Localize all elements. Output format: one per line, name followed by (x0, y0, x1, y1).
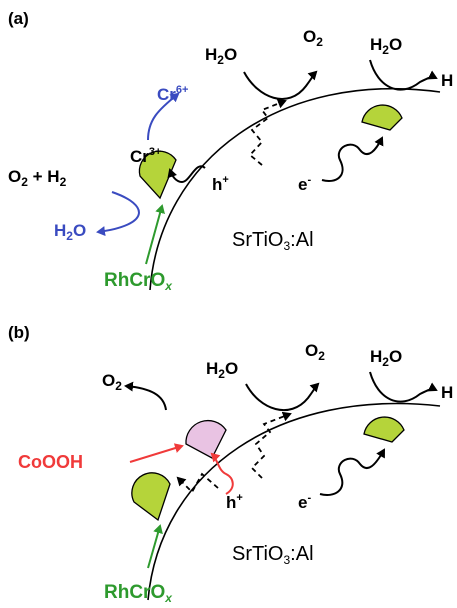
electron-label-a: e- (298, 174, 311, 194)
electron-path-a-left (167, 165, 206, 184)
h2o-reactant-b1: H2O (206, 359, 238, 381)
panel-a-label: (a) (8, 9, 29, 28)
panel-a: (a) O2 + H2 H2O Cr3+ (8, 9, 453, 293)
water-oxidation-arrow-b (245, 382, 320, 412)
cr-oxidation-arrow (147, 92, 180, 141)
panel-b-label: (b) (8, 323, 30, 342)
rhcrox-particle-a-right (361, 104, 403, 131)
rhcrox-label-a: RhCrOx (104, 270, 173, 293)
blue-reaction-arrow-a (96, 191, 140, 237)
cooh-particle (185, 419, 227, 459)
hole-path-a (248, 98, 287, 166)
particle-b-surface (147, 402, 441, 601)
hydrogen-evolution-arrow-b (369, 371, 438, 403)
electron-path-b-right (319, 448, 385, 496)
hole-label-a: h+ (212, 174, 229, 194)
cr3-label: Cr3+ (130, 146, 161, 166)
cooh-label: CoOOH (18, 452, 83, 472)
particle-a-surface (149, 87, 441, 291)
o2-product-b-left: O2 (102, 371, 122, 393)
water-oxidation-arrow-a (243, 70, 318, 100)
hole-path-b-right (250, 411, 292, 479)
h2-product-b-cut: H (441, 383, 453, 402)
hole-path-b-left (176, 472, 219, 494)
hydrogen-evolution-arrow-a (369, 59, 438, 91)
h2o-reactant-a2: H2O (370, 35, 402, 57)
material-label-b: SrTiO3:Al (232, 543, 314, 567)
electron-path-a-right (321, 136, 384, 182)
h2o-reactant-b2: H2O (370, 347, 402, 369)
hole-path-b-red (210, 452, 234, 495)
o2-product-b: O2 (305, 341, 325, 363)
hole-label-b: h+ (226, 492, 243, 512)
cooh-pointer (129, 443, 184, 463)
cr6-label: Cr6+ (157, 84, 188, 104)
material-label-a: SrTiO3:Al (232, 229, 314, 253)
h2o-product-blue: H2O (54, 221, 86, 243)
rhcrox-label-b: RhCrOx (104, 582, 173, 605)
o2-product-a: O2 (303, 27, 323, 49)
h2o-reactant-a1: H2O (205, 45, 237, 67)
rhcrox-particle-a-left (138, 150, 177, 200)
o2-h2-label: O2 + H2 (8, 167, 67, 189)
rhcrox-particle-b-left (131, 472, 171, 522)
rhcrox-pointer-a (145, 204, 165, 265)
electron-label-b: e- (298, 492, 311, 512)
water-oxidation-arrow-b-left (124, 381, 167, 411)
rhcrox-pointer-b (147, 524, 163, 569)
rhcrox-particle-b-right (363, 416, 405, 443)
panel-b: (b) O2 CoOOH H2O (8, 323, 453, 605)
h2-product-a-cut: H (441, 71, 453, 90)
